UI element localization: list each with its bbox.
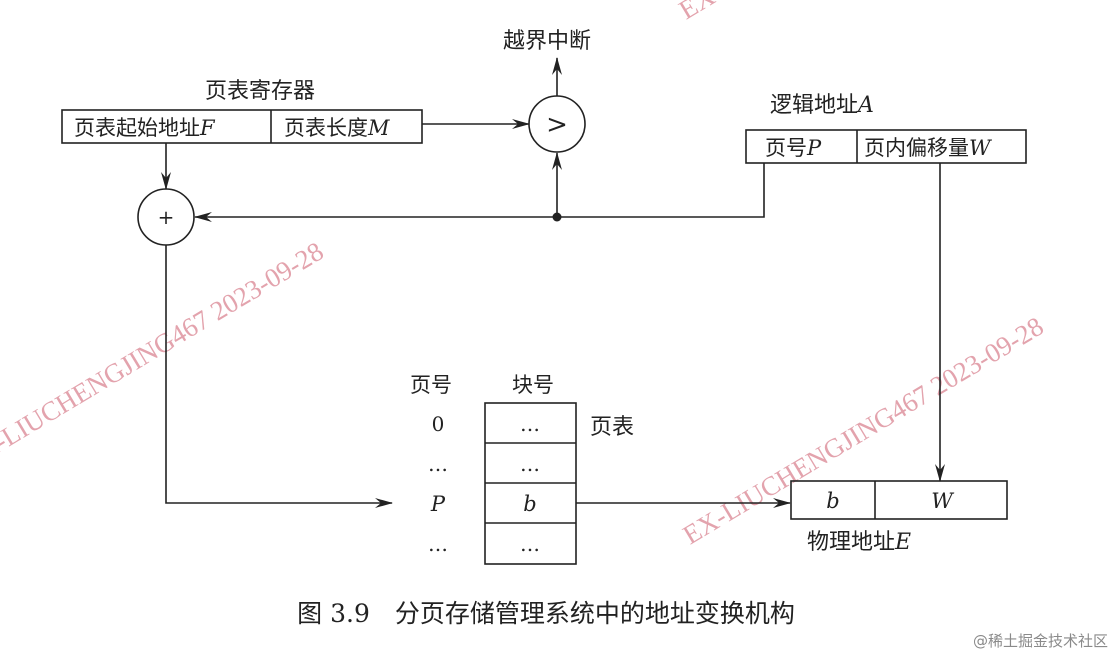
logical-page-field: 页号P — [765, 136, 822, 160]
page-table-row-page: … — [428, 532, 448, 556]
register-length-var: M — [367, 116, 390, 140]
register-length-field: 页表长度M — [284, 116, 390, 140]
page-table-row-page: P — [430, 492, 446, 516]
register-length-label: 页表长度 — [284, 116, 368, 140]
register-box — [61, 109, 423, 144]
physical-address-title-var: E — [894, 530, 911, 555]
physical-offset-field: W — [931, 489, 955, 513]
logical-address: 逻辑地址A 页号P 页内偏移量W — [745, 93, 1027, 164]
logical-address-title-text: 逻辑地址 — [770, 93, 858, 118]
source-credit: @稀土掘金技术社区 — [973, 632, 1108, 650]
physical-address-title-text: 物理地址 — [807, 530, 895, 555]
page-table-register: 页表寄存器 页表起始地址F 页表长度M — [61, 79, 423, 144]
page-number-to-adder-arrow — [194, 163, 765, 222]
register-title: 页表寄存器 — [205, 79, 315, 104]
register-start-field: 页表起始地址F — [74, 116, 216, 140]
page-table-row-block: … — [520, 452, 540, 476]
figure-caption: 图 3.9 分页存储管理系统中的地址变换机构 — [297, 599, 795, 628]
physical-address-box — [790, 480, 1008, 520]
adder-symbol: + — [158, 205, 175, 229]
logical-page-var: P — [806, 136, 822, 160]
page-table-row-page: 0 — [432, 412, 445, 436]
comparator-symbol: > — [546, 110, 568, 140]
logical-offset-var: W — [969, 136, 993, 160]
watermark-top: EX- — [674, 0, 728, 25]
page-table-row-block: … — [520, 412, 540, 436]
page-table-header-block: 块号 — [512, 373, 554, 397]
logical-address-title: 逻辑地址A — [770, 93, 874, 118]
comparator: > — [528, 95, 586, 153]
logical-offset-label: 页内偏移量 — [864, 136, 969, 160]
register-start-label: 页表起始地址 — [74, 116, 200, 140]
interrupt-label: 越界中断 — [503, 29, 591, 54]
logical-address-title-var: A — [856, 93, 874, 118]
page-table-row-page: … — [428, 452, 448, 476]
page-table-row-block: b — [523, 492, 536, 516]
adder: + — [137, 188, 195, 246]
logical-page-label: 页号 — [765, 136, 807, 160]
page-table-row-block: … — [520, 532, 540, 556]
page-table-label: 页表 — [590, 415, 634, 440]
register-start-var: F — [199, 116, 216, 140]
physical-address-title: 物理地址E — [807, 530, 911, 555]
adder-to-page-table-arrow — [165, 245, 393, 508]
watermark-right: EX-LIUCHENGJING467 2023-09-28 — [678, 311, 1049, 550]
logical-offset-field: 页内偏移量W — [864, 136, 993, 160]
physical-address: b W 物理地址E — [790, 480, 1008, 555]
physical-block-field: b — [826, 489, 839, 513]
logical-address-box — [745, 129, 1027, 164]
page-table-header-page: 页号 — [410, 373, 452, 397]
watermark-left: EX-LIUCHENGJING467 2023-09-28 — [0, 236, 329, 475]
page-table: 页号 块号 页表 0 … … … P b … … — [410, 373, 634, 565]
